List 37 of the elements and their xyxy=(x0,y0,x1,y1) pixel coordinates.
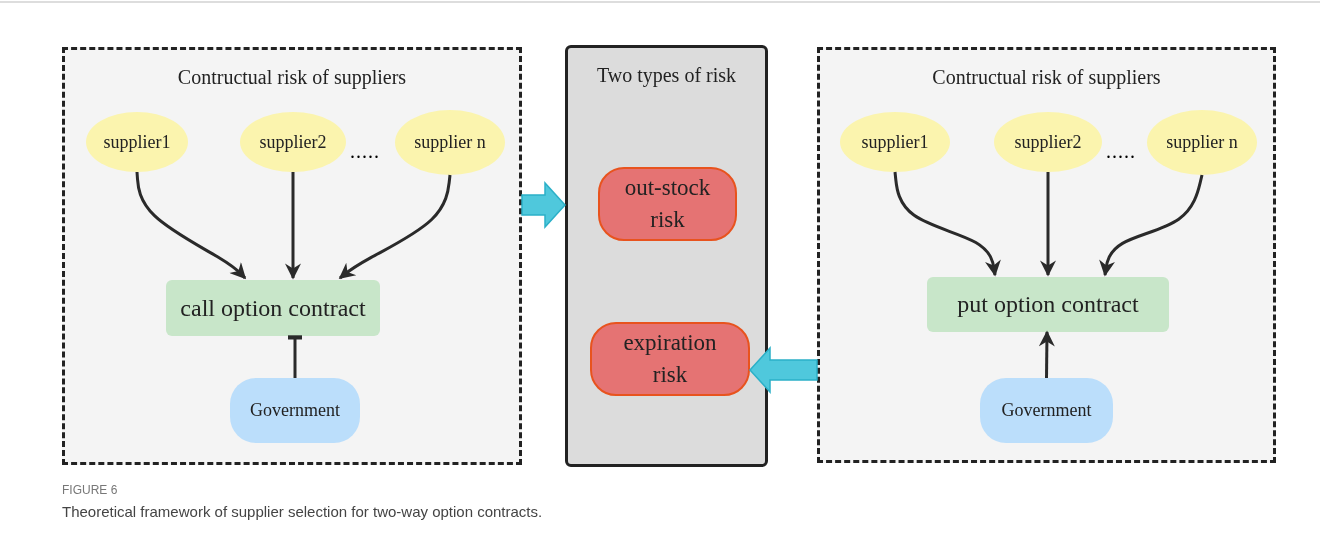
arrow xyxy=(338,174,452,280)
node-label: out-stock risk xyxy=(623,173,712,234)
dashed-panel xyxy=(817,47,1276,463)
risk-box xyxy=(590,322,750,396)
node-label: expiration risk xyxy=(622,328,718,389)
node-label: Government xyxy=(1001,400,1092,421)
block-arrow xyxy=(749,346,818,394)
block-arrow xyxy=(521,181,566,229)
arrow xyxy=(1038,330,1055,378)
arrow xyxy=(1040,172,1056,277)
arrow xyxy=(1099,174,1204,277)
arrow xyxy=(285,172,301,280)
figure-caption: Theoretical framework of supplier selection for two-way option contracts. xyxy=(62,503,543,520)
contract-box xyxy=(166,280,380,336)
node-label: supplier n xyxy=(1166,131,1238,154)
node-label: supplier2 xyxy=(259,130,327,154)
panel xyxy=(565,45,768,467)
arrow xyxy=(135,171,247,280)
arrow xyxy=(893,171,1001,277)
risk-box xyxy=(598,167,737,241)
panel-title: Contructual risk of suppliers xyxy=(176,66,408,89)
node-label: supplier2 xyxy=(1014,130,1082,154)
node-label: supplier1 xyxy=(103,130,171,154)
panel-title: Contructual risk of suppliers xyxy=(931,66,1162,89)
node-label: Government xyxy=(250,400,340,421)
panel-title: Two types of risk xyxy=(595,64,738,87)
contract-box xyxy=(927,277,1169,332)
government-box xyxy=(230,378,360,443)
node-label: supplier n xyxy=(414,131,486,154)
ellipsis-dots: ..... xyxy=(1106,140,1136,163)
government-box xyxy=(980,378,1113,443)
node-label: call option contract xyxy=(180,294,366,322)
ellipsis-dots: ..... xyxy=(350,140,380,163)
node-label: put option contract xyxy=(957,291,1139,318)
figure-label: FIGURE 6 xyxy=(62,483,118,497)
dashed-panel xyxy=(62,47,522,465)
node-label: supplier1 xyxy=(861,130,929,154)
